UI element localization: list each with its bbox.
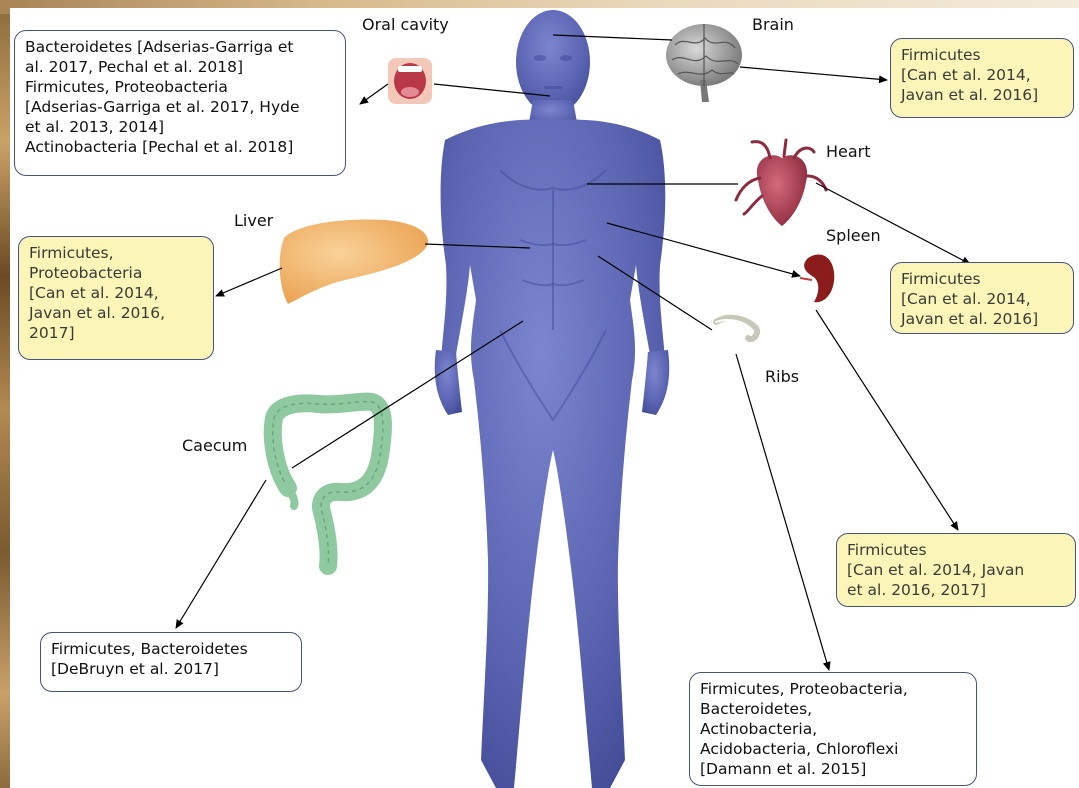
ribs-illustration	[716, 318, 757, 339]
label-oral-cavity: Oral cavity	[362, 15, 449, 34]
label-caecum: Caecum	[182, 436, 247, 455]
box-oral-cavity: Bacteroidetes [Adserias-Garriga et al. 2…	[14, 30, 346, 176]
label-ribs: Ribs	[765, 367, 799, 386]
spleen-illustration	[800, 254, 834, 302]
brain-illustration	[666, 24, 742, 102]
box-spleen: Firmicutes [Can et al. 2014, Javan et al…	[836, 533, 1076, 607]
label-heart: Heart	[826, 142, 871, 161]
box-heart: Firmicutes [Can et al. 2014, Javan et al…	[890, 262, 1074, 334]
label-spleen: Spleen	[826, 226, 881, 245]
label-liver: Liver	[234, 211, 273, 230]
oral-cavity-illustration	[388, 58, 432, 104]
box-brain: Firmicutes [Can et al. 2014, Javan et al…	[890, 38, 1074, 118]
human-body-figure	[435, 10, 670, 788]
caecum-illustration	[273, 402, 383, 566]
box-ribs: Firmicutes, Proteobacteria, Bacteroidete…	[689, 672, 977, 786]
box-liver: Firmicutes, Proteobacteria [Can et al. 2…	[18, 236, 214, 360]
label-brain: Brain	[752, 15, 794, 34]
box-caecum: Firmicutes, Bacteroidetes [DeBruyn et al…	[40, 632, 302, 692]
heart-illustration	[736, 140, 826, 226]
liver-illustration	[280, 220, 428, 304]
